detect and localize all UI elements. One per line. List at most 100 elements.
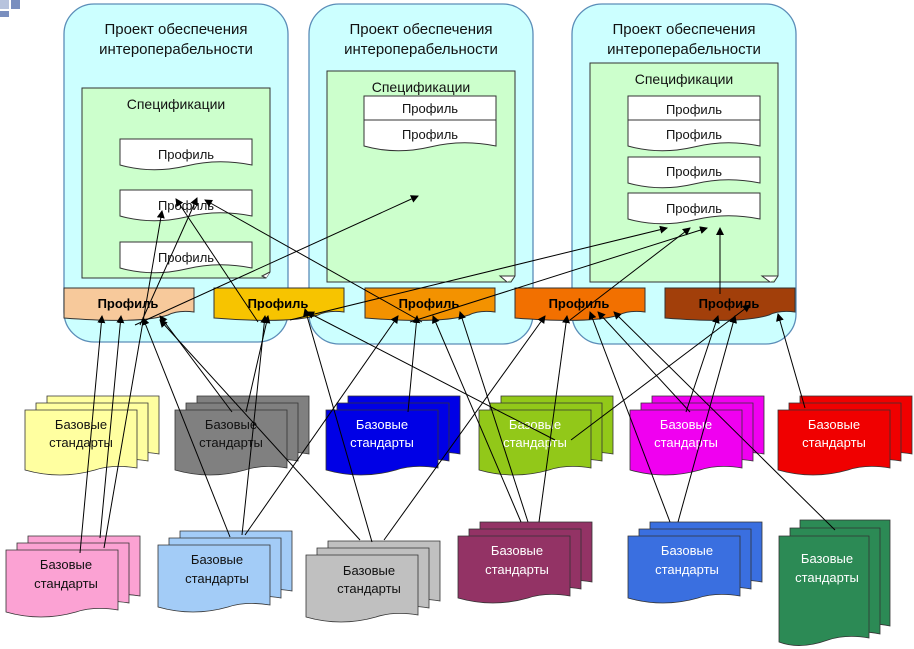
connector-arrow — [597, 311, 691, 413]
base-standards-line2: стандарты — [795, 570, 859, 585]
project-title-line2: интероперабельности — [99, 41, 253, 58]
connector-arrow — [432, 315, 522, 523]
base-standards-line1: Базовые — [191, 552, 243, 567]
project-title-line1: Проект обеспечения — [349, 21, 492, 38]
base-standards-line1: Базовые — [55, 417, 107, 432]
base-standards-line2: стандарты — [185, 571, 249, 586]
connector-arrow — [306, 311, 556, 441]
connector-arrow — [204, 199, 423, 323]
base-standards-line1: Базовые — [40, 557, 92, 572]
connector-arrow — [175, 198, 259, 323]
profile-doc: Профиль — [119, 138, 253, 171]
base-standards-line2: стандарты — [199, 435, 263, 450]
base-standards-line2: стандарты — [503, 435, 567, 450]
base-standards-line2: стандарты — [49, 435, 113, 450]
slide-corner-decoration — [0, 0, 20, 17]
connector-arrow — [241, 315, 269, 536]
connector-arrow — [383, 315, 546, 541]
connector-arrow — [538, 315, 571, 523]
project-3: Проект обеспечения интероперабельности С… — [571, 3, 797, 345]
project-2: Проект обеспечения интероперабельности С… — [308, 3, 534, 345]
base-standards-stack: Базовые стандарты — [174, 395, 310, 476]
connectors-profiles-to-specs — [134, 195, 724, 326]
connector-arrow — [685, 315, 720, 413]
connector-arrow — [303, 308, 373, 543]
base-standards-line1: Базовые — [801, 551, 853, 566]
profile-label: Профиль — [158, 198, 214, 213]
profile-doc: Профиль — [627, 192, 761, 225]
base-standards-line2: стандарты — [802, 435, 866, 450]
base-standards-line1: Базовые — [661, 543, 713, 558]
base-standards-stack: Базовые стандарты — [457, 521, 593, 604]
base-standards-stack: Базовые стандарты — [157, 530, 293, 613]
base-standards-line1: Базовые — [660, 417, 712, 432]
profile-bar-label: Профиль — [699, 296, 760, 311]
profile-bar: Профиль Профиль Профиль Профиль Профиль — [63, 287, 796, 321]
specifications-label: Спецификации — [127, 96, 226, 112]
profile-doc: Профиль — [627, 95, 761, 121]
profile-label: Профиль — [666, 201, 722, 216]
connector-arrow — [244, 315, 399, 536]
connector-arrow — [409, 226, 708, 323]
connector-arrow — [569, 227, 691, 321]
profile-doc: Профиль — [119, 189, 253, 222]
connector-arrow — [588, 311, 671, 523]
profile-bar-item: Профиль — [63, 287, 195, 321]
base-standards-stack: Базовые стандарты — [325, 395, 461, 476]
base-standards-line2: стандарты — [350, 435, 414, 450]
profile-label: Профиль — [402, 127, 458, 142]
base-standards-line1: Базовые — [491, 543, 543, 558]
profile-bar-label: Профиль — [399, 296, 460, 311]
base-standards-stack: Базовые стандарты — [777, 395, 913, 476]
connectors-standards-to-profiles — [79, 210, 836, 554]
connector-arrow — [159, 315, 233, 413]
profile-label: Профиль — [402, 101, 458, 116]
connector-arrow — [141, 317, 231, 538]
profile-bar-label: Профиль — [98, 296, 159, 311]
profile-doc: Профиль — [363, 95, 497, 121]
connector-arrow — [103, 210, 165, 549]
base-standards-line2: стандарты — [34, 576, 98, 591]
base-standards-line1: Базовые — [356, 417, 408, 432]
base-standards-line2: стандарты — [655, 562, 719, 577]
profile-label: Профиль — [666, 102, 722, 117]
connector-arrow — [570, 304, 751, 441]
project-title-line1: Проект обеспечения — [612, 21, 755, 38]
base-standards-row-2: Базовые стандарты Базовые стандарты Базо… — [5, 519, 891, 646]
connector-arrow — [776, 313, 806, 409]
base-standards-stack: Базовые стандарты — [305, 540, 441, 623]
base-standards-stack: Базовые стандарты — [627, 521, 763, 604]
connector-arrow — [159, 319, 361, 541]
connector-arrow — [134, 195, 419, 326]
connector-arrow — [407, 315, 421, 413]
base-standards-stack: Базовые стандарты — [778, 519, 891, 646]
project-1: Проект обеспечения интероперабельности С… — [63, 3, 289, 343]
base-standards-line2: стандарты — [337, 581, 401, 596]
connector-arrow — [139, 197, 198, 326]
base-standards-line1: Базовые — [343, 563, 395, 578]
base-standards-stack: Базовые стандарты — [629, 395, 765, 476]
connector-arrow — [99, 315, 125, 539]
connector-arrow — [458, 311, 529, 523]
profile-label: Профиль — [666, 164, 722, 179]
connector-arrow — [613, 311, 836, 531]
base-standards-line1: Базовые — [808, 417, 860, 432]
base-standards-row-1: Базовые стандарты Базовые стандарты Базо… — [24, 395, 913, 476]
project-title-line1: Проект обеспечения — [104, 21, 247, 38]
connector-arrow — [245, 315, 271, 413]
base-standards-line1: Базовые — [205, 417, 257, 432]
project-title-line2: интероперабельности — [344, 41, 498, 58]
specifications-label: Спецификации — [372, 79, 471, 95]
profile-doc: Профиль — [363, 119, 497, 152]
profile-bar-label: Профиль — [248, 296, 309, 311]
base-standards-line2: стандарты — [654, 435, 718, 450]
profile-doc: Профиль — [627, 119, 761, 152]
profile-label: Профиль — [158, 250, 214, 265]
profile-bar-label: Профиль — [549, 296, 610, 311]
connector-arrow — [677, 315, 737, 523]
project-title-line2: интероперабельности — [607, 41, 761, 58]
connector-arrow — [289, 225, 668, 321]
base-standards-line2: стандарты — [485, 562, 549, 577]
profile-label: Профиль — [158, 147, 214, 162]
